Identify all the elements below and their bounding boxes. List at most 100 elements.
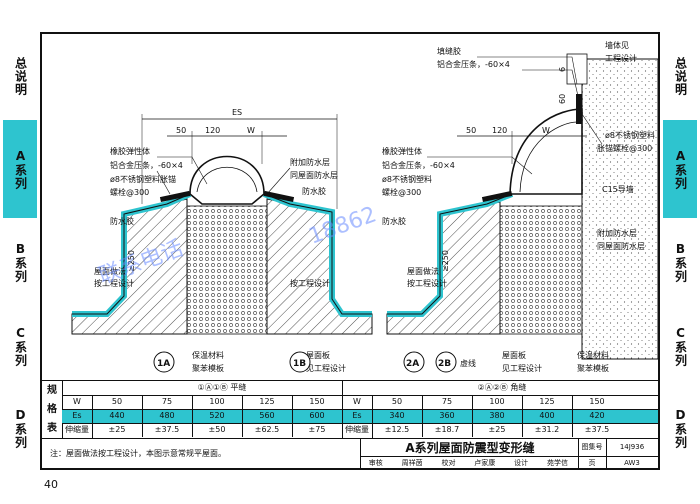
label-extra-2: 同屋面防水层 (290, 170, 338, 180)
label-extra-right-2: 同屋面防水层 (597, 241, 645, 251)
page-label: 页 (588, 458, 596, 467)
mark-2b: 2B (438, 359, 451, 369)
label-insul-1: 保温材料 (192, 350, 224, 360)
label-bolt: 螺栓@300 (110, 187, 149, 197)
label-roof-right-2: 按工程设计 (407, 278, 447, 288)
label-roof-right-1: 屋面做法 (407, 266, 439, 276)
atlas-label: 图集号 (581, 442, 603, 451)
label-anchor: ø8不锈钢塑料胀锚 (110, 174, 176, 184)
label-anchor-right: ø8不锈钢塑料 (382, 174, 432, 184)
mark-1b: 1B (293, 359, 306, 369)
row-label-W-left: W (73, 397, 81, 406)
sign-review-label: 审核 (368, 458, 383, 467)
dim-60: 60 (558, 94, 567, 104)
table-cell: ±50 (208, 425, 226, 434)
label-wall-1: 墙体见 (605, 40, 629, 50)
table-cell: 400 (539, 411, 555, 420)
sign-row: 审核 周祥茵 校对 卢家康 设计 苑学信 (360, 456, 578, 469)
table-cell: 600 (309, 411, 325, 420)
label-filler: 填缝胶 (437, 46, 461, 56)
tab-series-c[interactable]: C系列 (13, 325, 28, 367)
tab-series-a[interactable]: A系列 (3, 120, 37, 218)
table-cell: 100 (209, 397, 225, 406)
es-row-bg (62, 409, 658, 423)
dim-6: 6 (558, 67, 567, 72)
label-insul-right-2: 聚苯模板 (577, 363, 609, 373)
left-header: ①Ⓐ①Ⓑ 平缝 (197, 383, 247, 392)
dim-es: ES (232, 108, 242, 117)
label-anchor2-2: 胀锚螺栓@300 (597, 143, 652, 153)
left-detail: ES 50 120 W ≥250 橡胶弹性体 铝合金压条，-60×4 ø8不锈钢… (71, 108, 373, 373)
dim-w: W (247, 126, 255, 135)
sign-review-name: 周祥茵 (401, 458, 423, 467)
dim-250-right: ≥250 (441, 250, 450, 272)
label-insul-2: 聚苯模板 (192, 363, 224, 373)
label-sealant: 防水胶 (110, 216, 134, 226)
label-slab-1: 屋面板 (306, 350, 330, 360)
tab-series-b-right[interactable]: B系列 (673, 241, 688, 283)
table-cell: 440 (109, 411, 125, 420)
dim-50-right: 50 (466, 126, 476, 135)
label-strip-right: 铝合金压条，-60×4 (382, 160, 455, 170)
row-label-Es-left: Es (72, 411, 82, 420)
tab-series-b[interactable]: B系列 (13, 241, 28, 283)
table-cell: ±37.5 (154, 425, 180, 434)
table-cell: 560 (259, 411, 275, 420)
row-label-Es-right: Es (352, 411, 362, 420)
table-cell: ±25 (108, 425, 126, 434)
table-cell: 150 (589, 397, 605, 406)
sign-check-label: 校对 (441, 458, 456, 467)
tab-series-c-right[interactable]: C系列 (673, 325, 688, 367)
label-extra-right-1: 附加防水层 (597, 228, 637, 238)
table-cell: 380 (489, 411, 505, 420)
page-number: 40 (44, 478, 58, 491)
dim-50: 50 (176, 126, 186, 135)
row-label-stretch-left: 伸缩量 (65, 425, 89, 434)
table-cell: ±25 (488, 425, 506, 434)
table-cell: 360 (439, 411, 455, 420)
tab-series-d[interactable]: D系列 (13, 407, 28, 449)
drawing-frame: ES 50 120 W ≥250 橡胶弹性体 铝合金压条，-60×4 ø8不锈钢… (40, 32, 660, 470)
table-cell: 75 (441, 397, 453, 406)
table-title-3: 表 (47, 423, 57, 434)
atlas-no: 14J936 (619, 442, 645, 451)
label-slab-right-1: 屋面板 (502, 350, 526, 360)
label-rubber: 橡胶弹性体 (110, 146, 150, 156)
table-cell: 50 (391, 397, 403, 406)
label-waterproof: 防水胶 (302, 186, 326, 196)
label-strip-top: 铝合金压条，-60×4 (437, 59, 510, 69)
right-detail: 50 120 W ≥250 60 6 填缝胶 铝合金压条，-60×4 墙体见 工… (382, 40, 658, 373)
sign-check-name: 卢家康 (474, 458, 496, 467)
tab-general-right[interactable]: 总说明 (673, 56, 688, 96)
dim-120-right: 120 (492, 126, 507, 135)
label-roof-1: 屋面做法 (94, 266, 126, 276)
table-cell: ±18.7 (434, 425, 460, 434)
label-rubber-right: 橡胶弹性体 (382, 146, 422, 156)
tab-series-d-right[interactable]: D系列 (673, 407, 688, 449)
label-extra-1: 附加防水层 (290, 157, 330, 167)
tab-series-a-right[interactable]: A系列 (663, 120, 697, 218)
table-cell: ±75 (308, 425, 326, 434)
dim-250: ≥250 (127, 250, 136, 272)
mark-1a: 1A (157, 359, 170, 369)
table-cell: ±62.5 (254, 425, 280, 434)
right-header: ②Ⓐ②Ⓑ 角缝 (477, 383, 527, 392)
table-cell: ±12.5 (384, 425, 410, 434)
row-label-stretch-right: 伸缩量 (345, 425, 369, 434)
sign-design-name: 苑学信 (546, 458, 568, 467)
table-cell: 520 (209, 411, 225, 420)
construction-drawing: ES 50 120 W ≥250 橡胶弹性体 铝合金压条，-60×4 ø8不锈钢… (71, 40, 658, 373)
label-anchor2-1: ø8不锈钢塑料 (605, 130, 655, 140)
row-label-W-right: W (353, 397, 361, 406)
label-per-design: 按工程设计 (290, 278, 330, 288)
table-cell: 150 (309, 397, 325, 406)
title-block: 注：屋面做法按工程设计，本图示意常规平屋面。 A系列屋面防震型变形缝 图集号 1… (42, 438, 658, 469)
dim-w-right: W (542, 126, 550, 135)
label-dashed: 虚线 (460, 358, 476, 368)
label-sealant-right: 防水胶 (382, 216, 406, 226)
sheet-title: A系列屋面防震型变形缝 (405, 441, 535, 455)
dim-120: 120 (205, 126, 220, 135)
tab-general[interactable]: 总说明 (13, 56, 28, 96)
mark-2a: 2A (406, 359, 419, 369)
